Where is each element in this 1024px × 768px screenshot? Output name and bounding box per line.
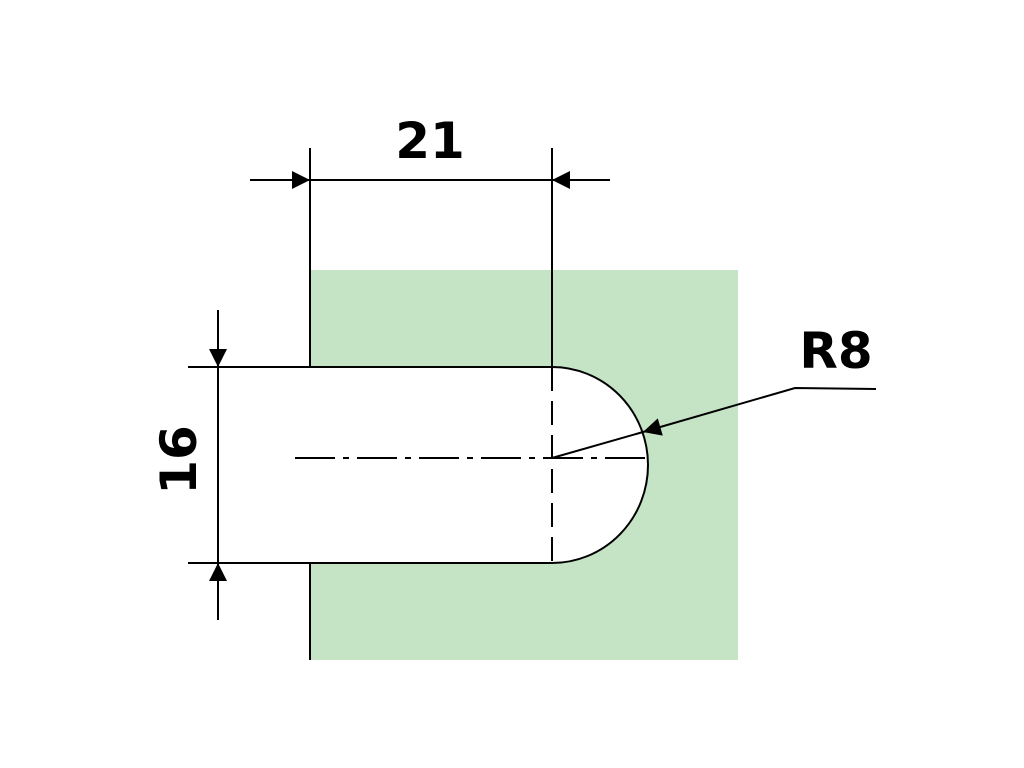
height-dimension-label: 16 — [150, 425, 208, 495]
radius-label: R8 — [799, 322, 872, 380]
material-block — [310, 270, 738, 660]
width-dimension-label: 21 — [395, 112, 465, 170]
radius-leader — [551, 386, 877, 459]
center-lines — [295, 367, 647, 563]
